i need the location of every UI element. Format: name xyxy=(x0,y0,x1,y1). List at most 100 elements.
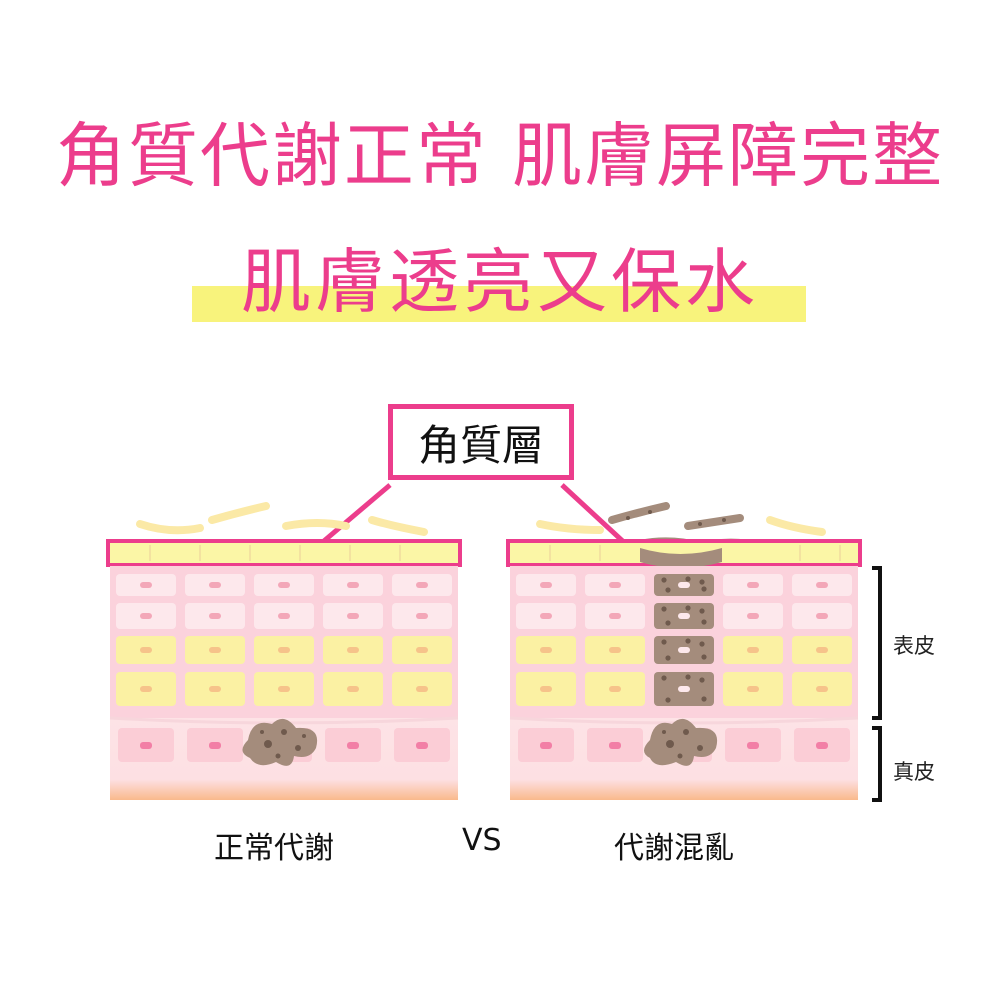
shedding-flakes xyxy=(536,516,826,536)
cell-nucleus xyxy=(140,742,152,749)
melanin-dot xyxy=(661,639,667,645)
cell-nucleus xyxy=(347,582,359,588)
cell-nucleus xyxy=(678,647,690,653)
cell-nucleus xyxy=(678,613,690,619)
disordered-skin-panel xyxy=(506,502,862,800)
melanin-dot xyxy=(661,577,667,583)
melanin-dot xyxy=(685,674,691,680)
cell-nucleus xyxy=(209,647,221,653)
melanin-dot xyxy=(665,697,671,703)
cell-nucleus xyxy=(140,647,152,653)
flake xyxy=(766,516,826,536)
cell-nucleus xyxy=(678,686,690,692)
vs-label: VS xyxy=(462,823,502,858)
cell-nucleus xyxy=(540,647,552,653)
flake xyxy=(368,516,428,536)
melanin-dot xyxy=(685,605,691,611)
normal-skin-panel xyxy=(106,502,462,800)
epidermis-cells xyxy=(516,574,852,706)
melanin-dot xyxy=(685,638,691,644)
flake xyxy=(684,514,744,530)
label-connector-right xyxy=(560,483,630,548)
cell-nucleus xyxy=(816,742,828,749)
cell-nucleus xyxy=(816,686,828,692)
cell-nucleus xyxy=(278,686,290,692)
cell-nucleus xyxy=(816,613,828,619)
cell-nucleus xyxy=(347,742,359,749)
cell-nucleus xyxy=(540,686,552,692)
cell-nucleus xyxy=(816,582,828,588)
stratum-corneum-lines xyxy=(149,545,401,561)
melanin-dot xyxy=(661,606,667,612)
melanin-dot xyxy=(699,608,705,614)
cell-nucleus xyxy=(416,582,428,588)
melanin-dot xyxy=(665,587,671,593)
cell-nucleus xyxy=(816,647,828,653)
cell-nucleus xyxy=(209,742,221,749)
thickened-corneum xyxy=(640,548,722,568)
melanin-dot xyxy=(665,620,671,626)
flake xyxy=(608,502,670,524)
cell-nucleus xyxy=(347,686,359,692)
flake xyxy=(208,502,270,524)
epidermis-label: 表皮 xyxy=(893,634,935,658)
headline-highlight xyxy=(192,286,806,322)
cell-nucleus xyxy=(278,582,290,588)
disordered-metabolism-caption: 代謝混亂 xyxy=(614,831,734,866)
cell-nucleus xyxy=(540,742,552,749)
cell-nucleus xyxy=(416,613,428,619)
cell-nucleus xyxy=(747,742,759,749)
melanin-dot xyxy=(701,696,707,702)
melanin-dot xyxy=(699,641,705,647)
cell-nucleus xyxy=(540,613,552,619)
cell-nucleus xyxy=(609,613,621,619)
flake xyxy=(536,520,604,534)
headline-line-2: 肌膚透亮又保水 xyxy=(241,241,759,323)
cell-nucleus xyxy=(140,686,152,692)
cell-nucleus xyxy=(278,647,290,653)
melanin-dot xyxy=(699,677,705,683)
cell-nucleus xyxy=(609,647,621,653)
cell-nucleus xyxy=(209,613,221,619)
flake xyxy=(282,519,350,530)
cell-nucleus xyxy=(747,613,759,619)
cell-nucleus xyxy=(416,686,428,692)
cell-nucleus xyxy=(209,686,221,692)
normal-metabolism-caption: 正常代謝 xyxy=(214,831,334,866)
cell-nucleus xyxy=(140,613,152,619)
cell-nucleus xyxy=(278,613,290,619)
stratum-corneum-label: 角質層 xyxy=(388,404,574,480)
cell-nucleus xyxy=(747,686,759,692)
cell-nucleus xyxy=(678,582,690,588)
cell-nucleus xyxy=(347,613,359,619)
headline-line-1: 角質代謝正常 肌膚屏障完整 xyxy=(55,115,945,197)
cell-nucleus xyxy=(747,647,759,653)
melanin-dot xyxy=(699,579,705,585)
cell-nucleus xyxy=(416,742,428,749)
cell-nucleus xyxy=(609,742,621,749)
cell-nucleus xyxy=(609,686,621,692)
dermis-label: 真皮 xyxy=(893,760,935,784)
flake xyxy=(136,520,204,535)
melanin-dot xyxy=(701,619,707,625)
melanin-dot xyxy=(685,576,691,582)
melanin-dot xyxy=(701,586,707,592)
melanocyte xyxy=(644,718,718,766)
cell-nucleus xyxy=(747,582,759,588)
melanin-dot xyxy=(665,655,671,661)
cell-nucleus xyxy=(209,582,221,588)
melanin-dot xyxy=(701,654,707,660)
cell-nucleus xyxy=(609,582,621,588)
dermis-bracket xyxy=(872,726,882,802)
cell-nucleus xyxy=(416,647,428,653)
shedding-flakes xyxy=(136,502,428,536)
cell-nucleus xyxy=(347,647,359,653)
epidermis-bracket xyxy=(872,566,882,720)
epidermis-cells xyxy=(116,574,452,706)
cell-nucleus xyxy=(140,582,152,588)
cell-nucleus xyxy=(540,582,552,588)
label-connector-left xyxy=(316,483,392,548)
melanin-dot xyxy=(661,675,667,681)
stratum-corneum xyxy=(106,539,462,567)
